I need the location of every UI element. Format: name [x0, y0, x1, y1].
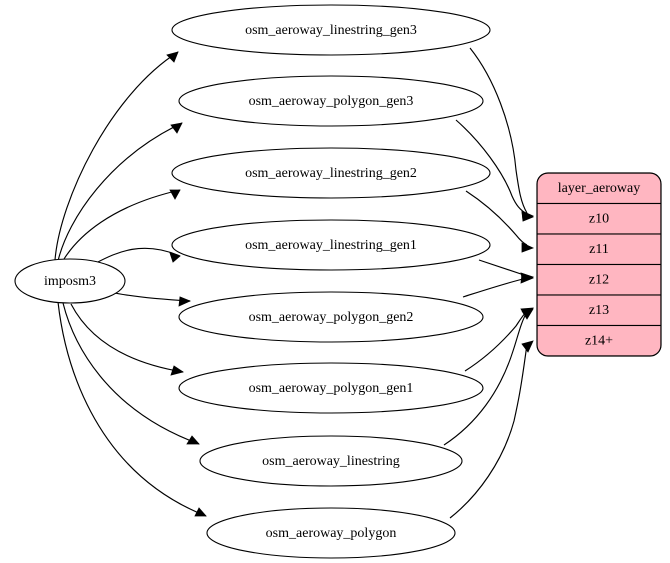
node-osm_aeroway_polygon_gen1[interactable]: osm_aeroway_polygon_gen1: [178, 362, 484, 414]
arrow-head-icon: [169, 189, 181, 200]
node-shape[interactable]: [171, 4, 491, 56]
node-imposm3-shape[interactable]: [14, 258, 126, 304]
layer-row-z14plus[interactable]: [537, 324, 661, 357]
layer-row-z13[interactable]: [537, 294, 661, 327]
node-imposm3-label: imposm3: [44, 274, 96, 289]
edge-osm_aeroway_polygon-to-z14: [449, 340, 534, 519]
edge-path: [70, 303, 184, 373]
layer-row-label-z11: z11: [589, 242, 609, 257]
arrow-head-icon: [166, 51, 179, 63]
node-osm_aeroway_linestring[interactable]: osm_aeroway_linestring: [199, 435, 463, 487]
node-shape[interactable]: [178, 75, 484, 127]
edge-osm_aeroway_linestring-to-z13: [443, 308, 534, 446]
node-label: osm_aeroway_linestring_gen3: [245, 23, 417, 38]
layer-row-z12[interactable]: [537, 263, 661, 296]
layer-header-label: layer_aeroway: [558, 181, 640, 196]
edge-imposm3-to-osm_aeroway_linestring: [62, 302, 200, 445]
node-label: osm_aeroway_linestring: [262, 454, 400, 469]
edge-path: [462, 277, 528, 298]
arrow-head-icon: [186, 435, 200, 445]
edge-imposm3-to-osm_aeroway_polygon_gen2: [109, 291, 192, 307]
edge-osm_aeroway_linestring_gen3-to-z10: [469, 47, 535, 221]
layer-row-label-z13: z13: [589, 303, 609, 318]
node-layer_aeroway[interactable]: layer_aeroway z10 z11 z12 z13 z14+: [536, 172, 662, 357]
node-osm_aeroway_linestring_gen1[interactable]: osm_aeroway_linestring_gen1: [171, 219, 491, 271]
edge-osm_aeroway_polygon_gen2-to-z12: [462, 272, 535, 298]
edge-path: [478, 259, 528, 277]
edge-group-tables-to-layer: [443, 47, 535, 519]
edge-imposm3-to-osm_aeroway_linestring_gen3: [54, 51, 179, 261]
edge-imposm3-to-osm_aeroway_linestring_gen1: [95, 247, 181, 264]
layer-header-cell[interactable]: [537, 173, 661, 205]
edge-osm_aeroway_linestring_gen2-to-z11: [465, 190, 535, 253]
arrow-head-icon: [194, 507, 207, 517]
node-shape[interactable]: [178, 291, 484, 343]
edge-path: [449, 343, 528, 519]
edge-osm_aeroway_polygon_gen3-to-z10: [455, 119, 535, 222]
arrow-head-icon: [169, 252, 181, 263]
node-osm_aeroway_polygon_gen2[interactable]: osm_aeroway_polygon_gen2: [178, 291, 484, 343]
layer-row-label-z10: z10: [589, 212, 609, 227]
edge-path: [455, 119, 528, 215]
arrow-head-icon: [178, 296, 192, 307]
node-shape[interactable]: [171, 219, 491, 271]
arrow-head-icon: [521, 211, 535, 222]
node-osm_aeroway_linestring_gen2[interactable]: osm_aeroway_linestring_gen2: [171, 147, 491, 199]
node-label: osm_aeroway_polygon_gen3: [249, 94, 414, 109]
edge-path: [63, 189, 181, 260]
edge-path: [443, 311, 528, 446]
layer-row-label-z12: z12: [589, 273, 609, 288]
layer-row-z10[interactable]: [537, 202, 661, 235]
arrow-head-icon: [521, 308, 534, 320]
edge-imposm3-to-osm_aeroway_polygon_gen3: [57, 122, 183, 262]
edge-path: [95, 247, 181, 264]
edge-path: [62, 302, 200, 445]
node-shape[interactable]: [199, 435, 463, 487]
node-osm_aeroway_polygon_gen3[interactable]: osm_aeroway_polygon_gen3: [178, 75, 484, 127]
node-label: osm_aeroway_polygon_gen1: [249, 381, 414, 396]
node-shape[interactable]: [171, 147, 491, 199]
node-osm_aeroway_polygon[interactable]: osm_aeroway_polygon: [206, 507, 456, 559]
layer-rows-group: [537, 173, 661, 356]
layer-row-label-z14plus: z14+: [585, 334, 613, 349]
arrow-head-icon: [521, 242, 535, 253]
node-shape[interactable]: [206, 507, 456, 559]
edge-imposm3-to-osm_aeroway_linestring_gen2: [63, 189, 181, 260]
arrow-head-icon: [170, 122, 183, 134]
node-label: osm_aeroway_linestring_gen1: [245, 238, 417, 253]
node-label: osm_aeroway_linestring_gen2: [245, 166, 417, 181]
edge-imposm3-to-osm_aeroway_polygon_gen1: [70, 303, 184, 376]
node-osm_aeroway_linestring_gen3[interactable]: osm_aeroway_linestring_gen3: [171, 4, 491, 56]
edge-path: [469, 47, 528, 214]
arrow-head-icon: [170, 365, 184, 376]
arrow-head-icon: [520, 272, 535, 283]
edge-path: [57, 122, 183, 262]
edge-imposm3-to-osm_aeroway_polygon: [57, 301, 207, 517]
node-imposm3[interactable]: imposm3: [14, 258, 126, 304]
edge-path: [57, 301, 207, 517]
node-label: osm_aeroway_polygon_gen2: [249, 310, 414, 325]
edge-path: [54, 51, 179, 261]
edge-path: [465, 190, 528, 246]
node-label: osm_aeroway_polygon: [266, 526, 397, 541]
edge-path: [464, 310, 528, 372]
layer-outline: [536, 172, 662, 357]
layer-row-z11[interactable]: [537, 233, 661, 266]
arrow-head-icon: [521, 340, 534, 353]
node-shape[interactable]: [178, 362, 484, 414]
edge-path: [109, 291, 191, 302]
